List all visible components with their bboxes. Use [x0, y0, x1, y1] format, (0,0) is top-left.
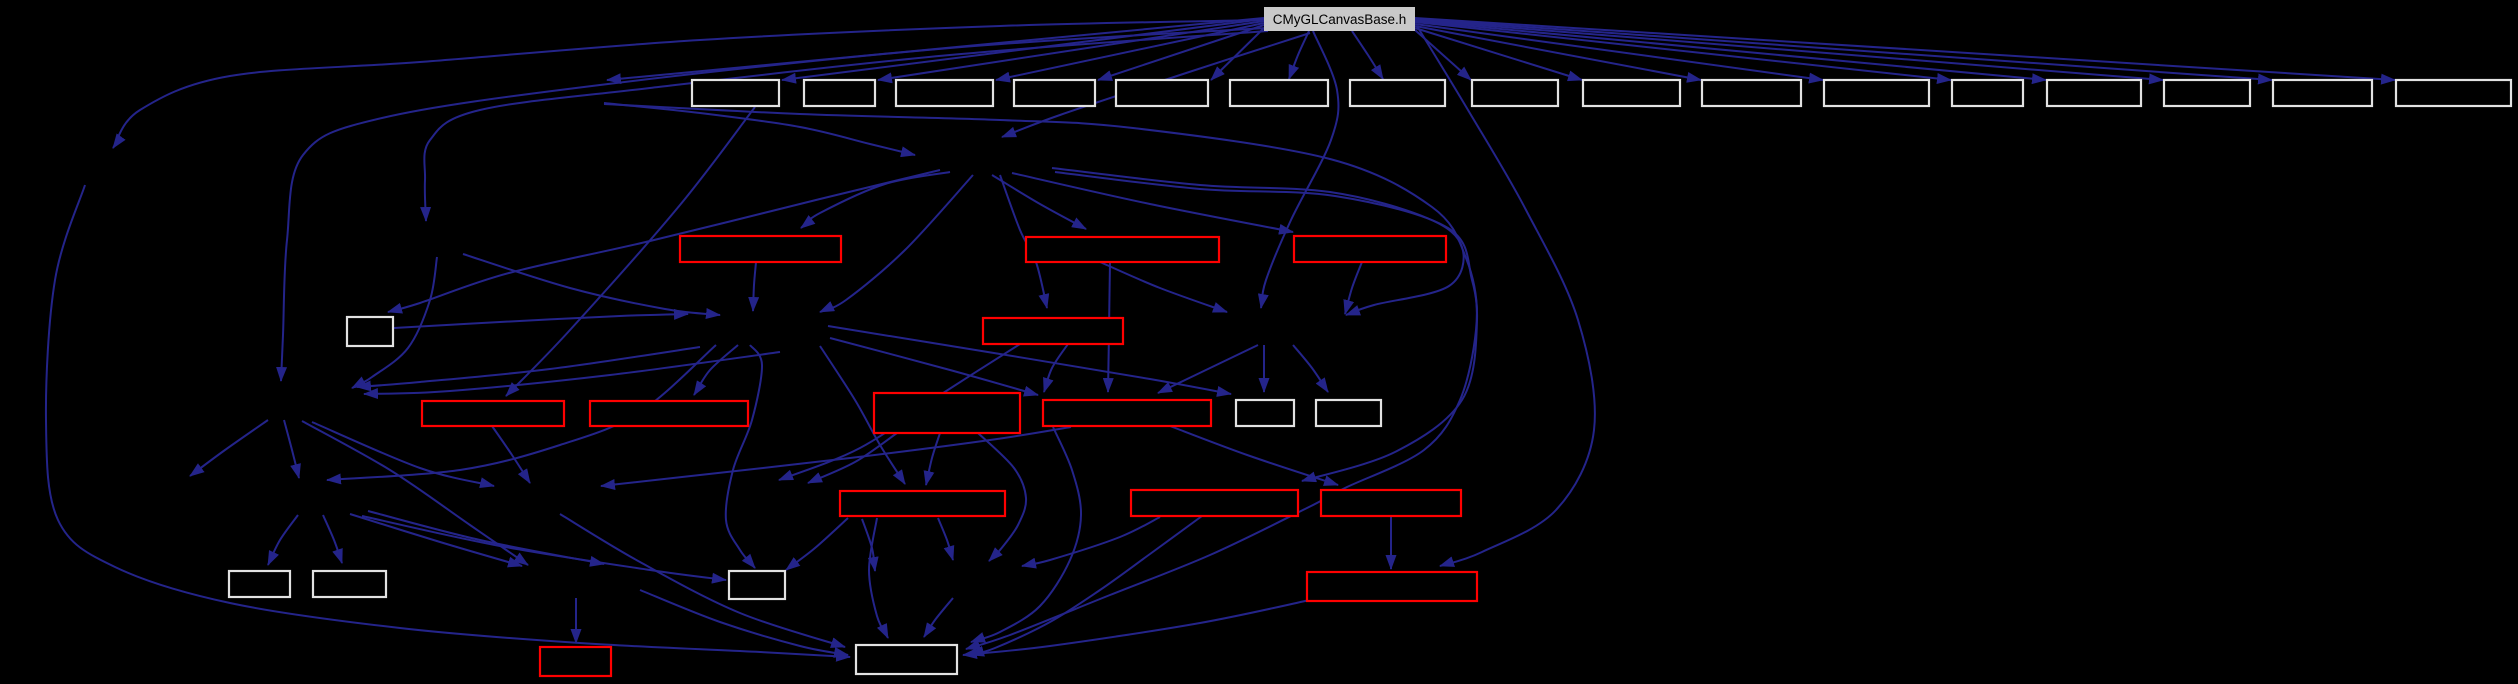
svg-text:CMyGLCanvasBase.h: CMyGLCanvasBase.h	[1273, 12, 1407, 27]
